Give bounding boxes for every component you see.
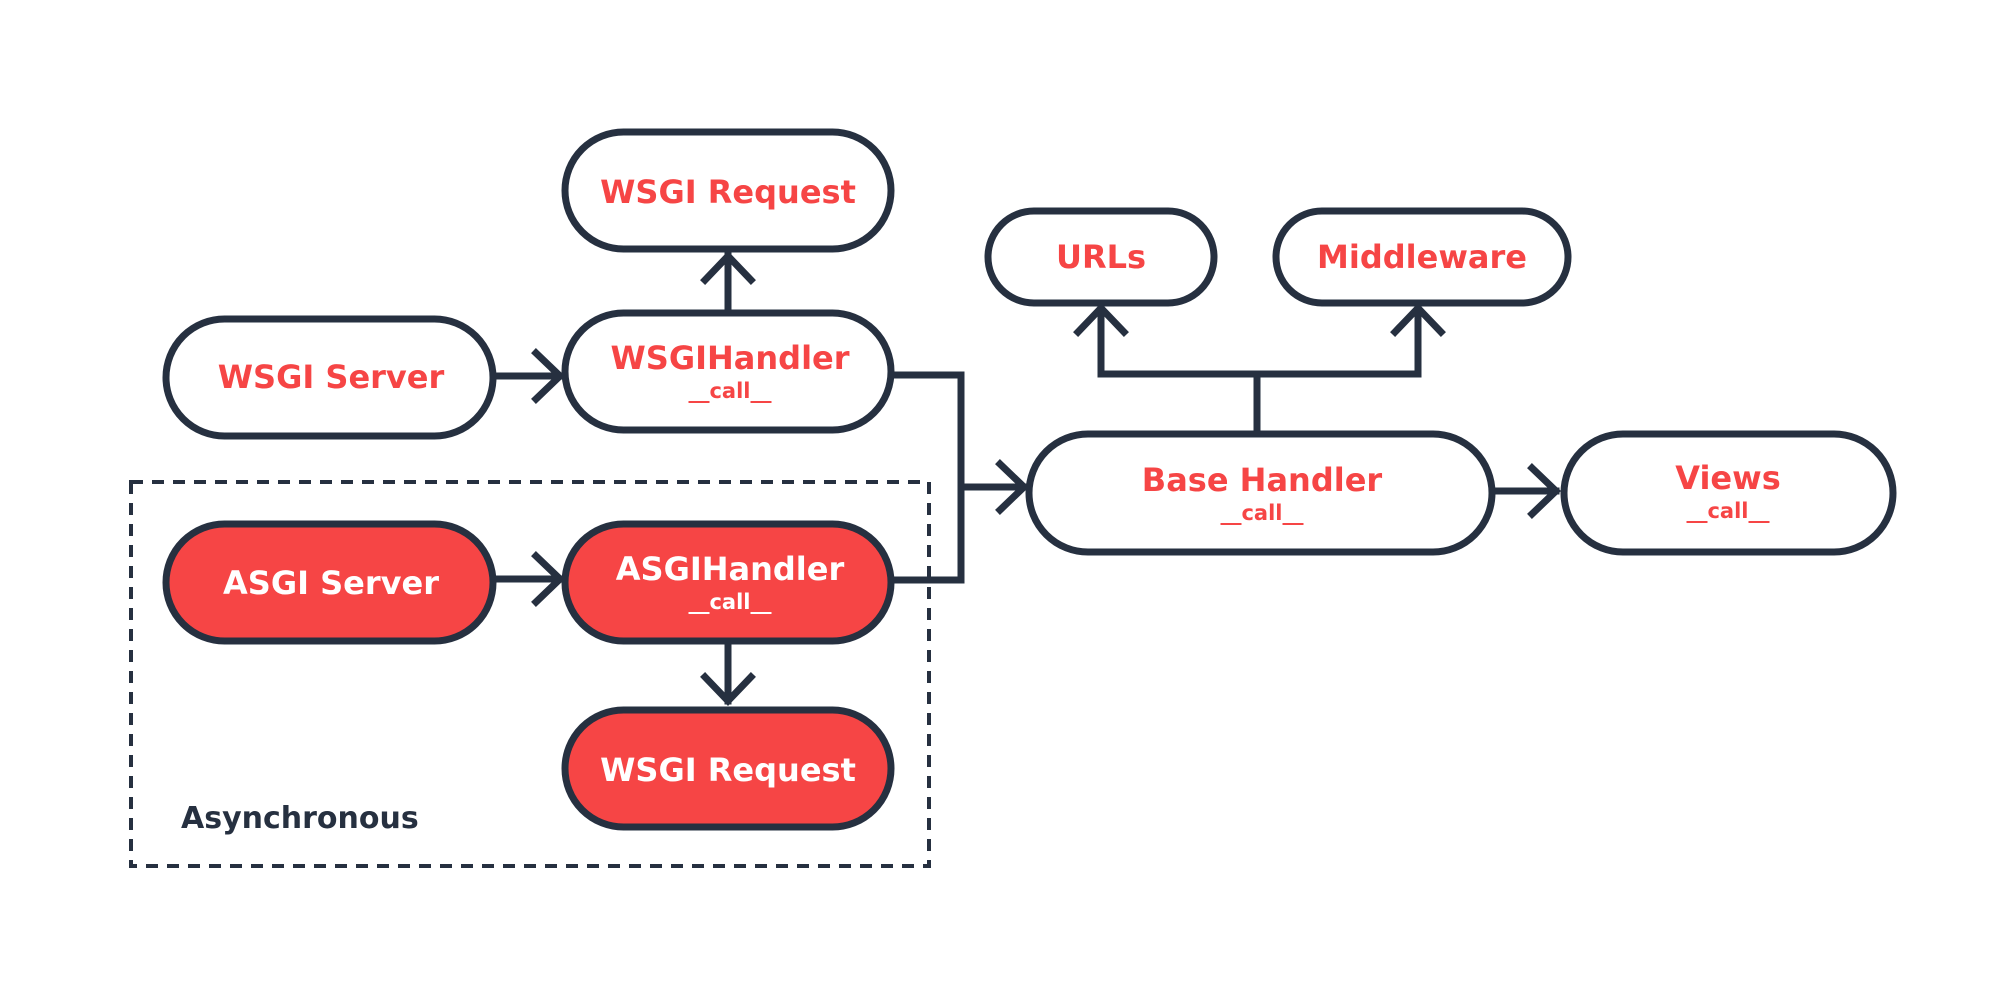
arrow-wsgi-server-to-wsgihandler (492, 348, 566, 404)
arrow-base-handler-to-urls (1073, 302, 1261, 378)
wsgi-request-top-label: WSGI Request (600, 173, 856, 211)
views-method-label: __call__ (1686, 499, 1770, 523)
asgihandler-method-label: __call__ (688, 590, 772, 614)
asynchronous-group-label: Asynchronous (181, 801, 419, 836)
middleware-label: Middleware (1317, 238, 1527, 276)
wsgihandler-method-label: __call__ (688, 379, 772, 403)
asgi-server-node (162, 520, 497, 645)
wsgihandler-node (561, 309, 895, 434)
asgihandler-node (561, 520, 895, 645)
base-handler-method-label: __call__ (1220, 501, 1304, 525)
wsgi-server-label: WSGI Server (218, 358, 445, 396)
asynchronous-group-box (129, 480, 931, 868)
arrow-asgihandler-to-wsgi-request (700, 642, 756, 707)
views-node (1560, 430, 1897, 556)
middleware-node (1272, 207, 1572, 307)
arrow-base-handler-to-middleware (1253, 302, 1446, 378)
wsgihandler-label: WSGIHandler (610, 339, 849, 377)
wsgi-server-node (162, 315, 497, 440)
wsgi-request-bottom-label: WSGI Request (600, 751, 856, 789)
urls-label: URLs (1056, 238, 1146, 276)
arrow-base-handler-to-views (1488, 463, 1562, 519)
arrow-asgi-server-to-asgihandler (492, 551, 566, 607)
asgi-server-label: ASGI Server (223, 564, 439, 602)
urls-node (984, 207, 1218, 307)
wsgi-request-top-node (561, 128, 895, 253)
views-label: Views (1675, 459, 1780, 497)
base-handler-node (1025, 430, 1496, 556)
connector-wsgihandler-to-merge (889, 371, 965, 584)
asgihandler-label: ASGIHandler (616, 550, 845, 588)
arrow-wsgihandler-to-wsgi-request (700, 250, 756, 317)
arrow-merge-to-base-handler (957, 459, 1030, 515)
base-handler-label: Base Handler (1142, 461, 1383, 499)
wsgi-request-bottom-node (561, 706, 895, 831)
